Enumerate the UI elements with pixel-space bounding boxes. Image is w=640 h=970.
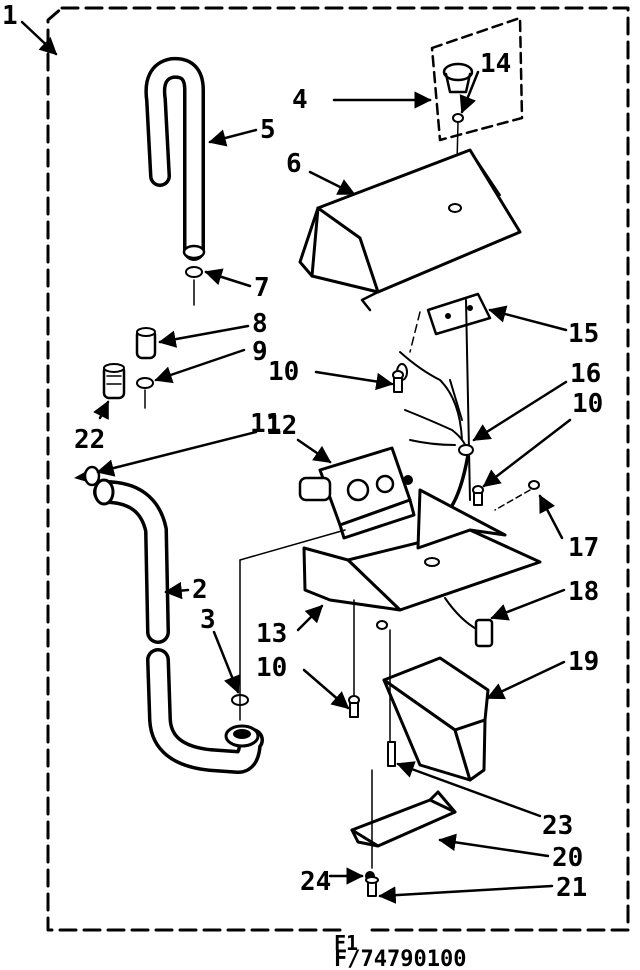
assembly-boundary (46, 6, 630, 932)
callout-18: 18 (568, 577, 599, 607)
callout-10b: 10 (572, 389, 603, 419)
figure-code: F/74790100 (334, 947, 466, 970)
part-2-tube (93, 478, 264, 774)
callout-10c: 10 (256, 653, 287, 683)
part-4-plate (430, 16, 524, 142)
part-13-bracket (302, 488, 542, 630)
part-22-fitting (102, 363, 126, 400)
part-17-screw (494, 480, 540, 511)
part-8-fitting (135, 327, 157, 360)
callout-9: 9 (252, 337, 268, 367)
callout-8: 8 (252, 309, 268, 339)
callout-21: 21 (556, 873, 587, 903)
callout-2: 2 (192, 575, 208, 605)
part-19-cover (382, 656, 490, 782)
part-23-screw (387, 629, 396, 767)
callout-5: 5 (260, 115, 276, 145)
callout-24: 24 (300, 867, 331, 897)
callout-17: 17 (568, 533, 599, 563)
part-10-screw-b (472, 485, 484, 506)
callout-6: 6 (286, 149, 302, 179)
callout-22: 22 (74, 425, 105, 455)
callout-4: 4 (292, 85, 308, 115)
callout-16: 16 (570, 359, 601, 389)
callout-1: 1 (2, 1, 18, 31)
callout-20: 20 (552, 843, 583, 873)
part-6-housing (298, 148, 522, 312)
callout-12: 12 (266, 411, 297, 441)
callout-13: 13 (256, 619, 287, 649)
part-10-screw-a (392, 370, 404, 393)
leader-lines (20, 20, 572, 904)
figure-label: F1 (334, 931, 358, 955)
part-18-connector (444, 597, 494, 648)
callout-10a: 10 (268, 357, 299, 387)
part-12-valve (239, 446, 416, 691)
part-9-washer (136, 377, 154, 409)
callout-19: 19 (568, 647, 599, 677)
part-15-bracket (409, 292, 492, 353)
part-11-nozzle (74, 465, 101, 487)
callout-14: 14 (480, 49, 511, 79)
part-5-tube (144, 56, 206, 306)
callout-11: 11 (250, 409, 281, 439)
callout-15: 15 (568, 319, 599, 349)
callout-23: 23 (542, 811, 573, 841)
part-10-screw-c (348, 599, 360, 718)
callout-7: 7 (254, 273, 270, 303)
callout-3: 3 (200, 605, 216, 635)
part-20-channel (350, 790, 457, 848)
part-21-screw (365, 769, 379, 897)
